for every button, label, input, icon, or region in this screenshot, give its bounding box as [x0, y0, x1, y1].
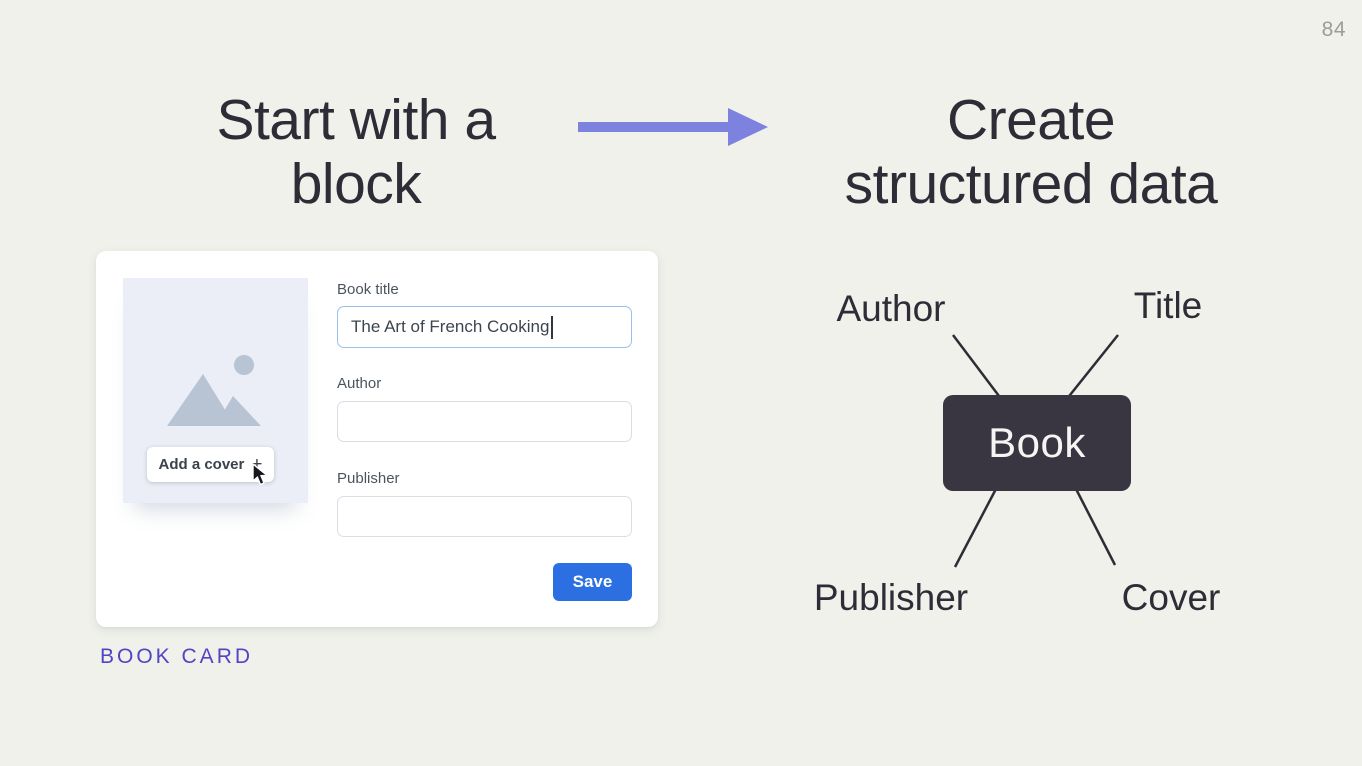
add-cover-button[interactable]: Add a cover +: [147, 447, 274, 482]
heading-line: block: [290, 152, 422, 216]
plus-icon: +: [251, 454, 263, 475]
heading-line: Create: [946, 88, 1116, 152]
author-label: Author: [337, 375, 382, 392]
right-arrow-icon: [578, 108, 768, 146]
text-caret: [551, 315, 553, 339]
page-number: 84: [1321, 18, 1346, 41]
book-title-value: The Art of French Cooking: [351, 317, 550, 336]
publisher-input[interactable]: [337, 496, 632, 537]
author-input[interactable]: [337, 401, 632, 442]
book-title-label: Book title: [337, 281, 399, 298]
save-button[interactable]: Save: [553, 563, 632, 601]
book-card: Add a cover + Book title The Art of Fren…: [96, 251, 658, 627]
book-card-caption: BOOK CARD: [100, 645, 254, 668]
add-cover-label: Add a cover: [158, 456, 245, 473]
heading-create-structured-data: Create structured data: [700, 88, 1362, 216]
diagram-label-author: Author: [836, 288, 946, 329]
image-placeholder-icon: [167, 355, 261, 426]
heading-line: Start with a: [216, 88, 496, 152]
heading-line: structured data: [844, 152, 1218, 216]
publisher-label: Publisher: [337, 470, 400, 487]
diagram-node-book: Book: [943, 395, 1131, 491]
diagram-label-publisher: Publisher: [813, 577, 969, 618]
heading-start-with-a-block: Start with a block: [96, 88, 616, 216]
diagram-label-cover: Cover: [1121, 577, 1221, 618]
book-title-input[interactable]: The Art of French Cooking: [337, 306, 632, 348]
diagram-label-title: Title: [1133, 285, 1203, 326]
